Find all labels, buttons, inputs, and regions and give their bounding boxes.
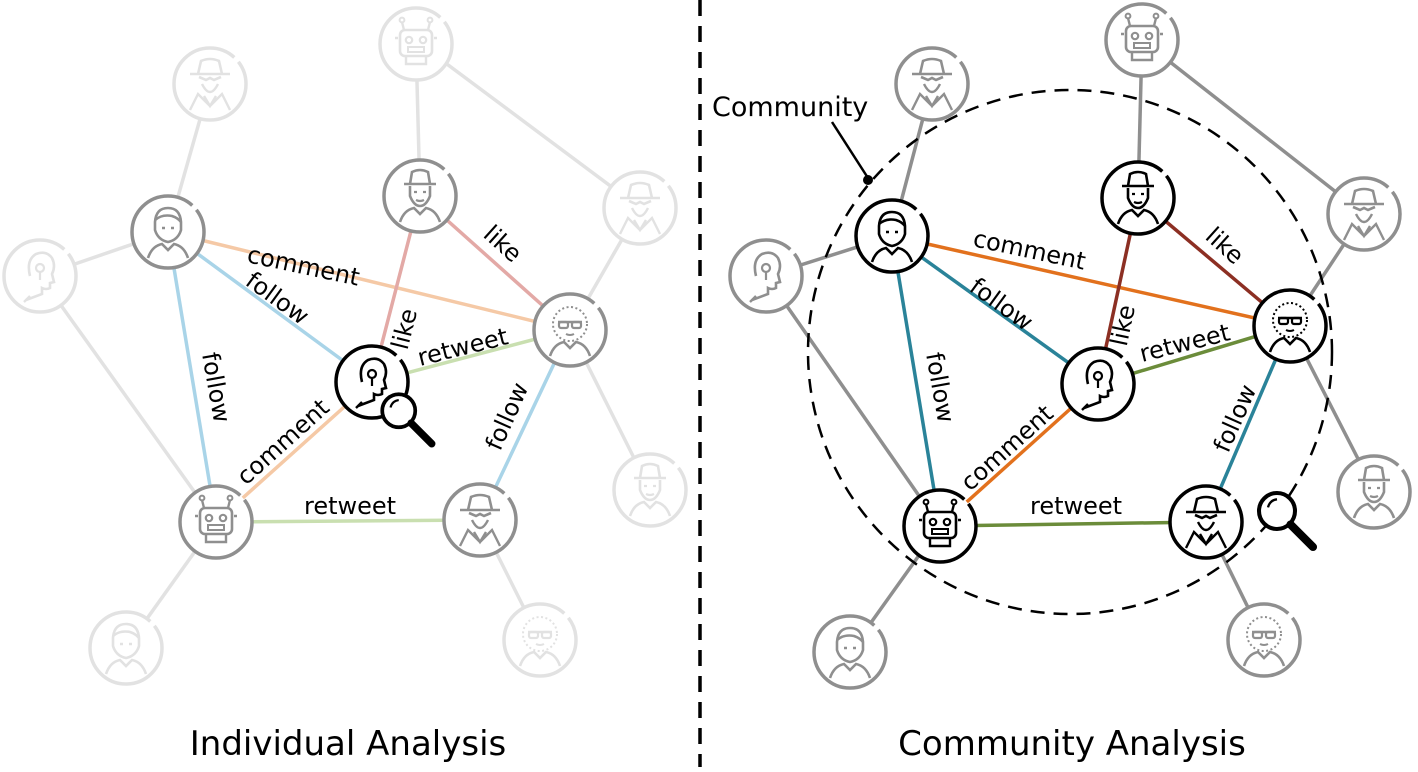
spy-icon — [1168, 484, 1244, 560]
edge-follow — [166, 231, 218, 523]
edge-label-comment: comment — [955, 399, 1058, 496]
edge — [418, 42, 642, 210]
edge-label-retweet: retweet — [415, 322, 511, 371]
edge — [764, 275, 942, 527]
edge-label-follow: follow — [920, 350, 960, 425]
magnifier-icon — [382, 394, 432, 444]
hat-user-icon — [612, 452, 688, 528]
edge-follow — [890, 234, 1100, 386]
robot-icon — [1104, 2, 1180, 78]
user-icon — [812, 614, 888, 690]
community-pointer-dot — [863, 175, 873, 185]
spy-icon — [172, 46, 248, 122]
individual-analysis-panel: comment follow follow like like retweet … — [2, 6, 688, 764]
glasses-user-icon — [502, 602, 578, 678]
edge-retweet — [215, 518, 481, 524]
edge-label-follow: follow — [196, 350, 236, 425]
edge-follow — [166, 230, 374, 384]
edge-label-follow: follow — [964, 272, 1038, 336]
edge-label-like: like — [1105, 302, 1141, 348]
hat-user-icon — [1336, 454, 1412, 530]
edge — [1140, 38, 1366, 216]
edge-retweet — [939, 520, 1207, 528]
edge-label-retweet: retweet — [1030, 492, 1122, 520]
user-icon — [130, 194, 206, 270]
edge-comment — [167, 230, 571, 332]
edge-follow — [890, 235, 942, 527]
hat-user-icon — [382, 158, 458, 234]
caption-community-analysis: Community Analysis — [898, 724, 1246, 764]
edge-label-like: like — [1200, 222, 1249, 270]
magnifier-icon — [1259, 493, 1313, 547]
anonymous-user-icon — [2, 238, 78, 314]
community-analysis-panel: Community comment follow follow like lik… — [712, 2, 1412, 764]
user-icon — [88, 610, 164, 686]
edge-label-like: like — [478, 220, 527, 268]
user-icon — [854, 198, 930, 274]
edge-label-retweet: retweet — [304, 492, 396, 520]
community-label: Community — [712, 92, 868, 123]
community-boundary — [806, 88, 1334, 616]
anonymous-user-icon — [728, 238, 804, 314]
edge-label-comment: comment — [231, 393, 334, 490]
edge-label-follow: follow — [480, 378, 534, 454]
edge — [38, 274, 218, 524]
spy-icon — [602, 170, 678, 246]
hat-user-icon — [1100, 160, 1176, 236]
glasses-user-icon — [532, 292, 608, 368]
spy-icon — [1326, 176, 1402, 252]
edge-label-follow: follow — [1208, 380, 1262, 456]
anonymous-user-icon — [1060, 346, 1136, 422]
robot-icon — [378, 6, 454, 82]
community-pointer-line — [830, 121, 870, 179]
edge-comment — [891, 234, 1291, 328]
edge-label-retweet: retweet — [1137, 318, 1233, 367]
robot-icon — [178, 484, 254, 560]
spy-icon — [894, 46, 970, 122]
glasses-user-icon — [1226, 602, 1302, 678]
robot-icon — [902, 488, 978, 564]
spy-icon — [442, 482, 518, 558]
glasses-user-icon — [1252, 288, 1328, 364]
caption-individual-analysis: Individual Analysis — [190, 724, 506, 764]
